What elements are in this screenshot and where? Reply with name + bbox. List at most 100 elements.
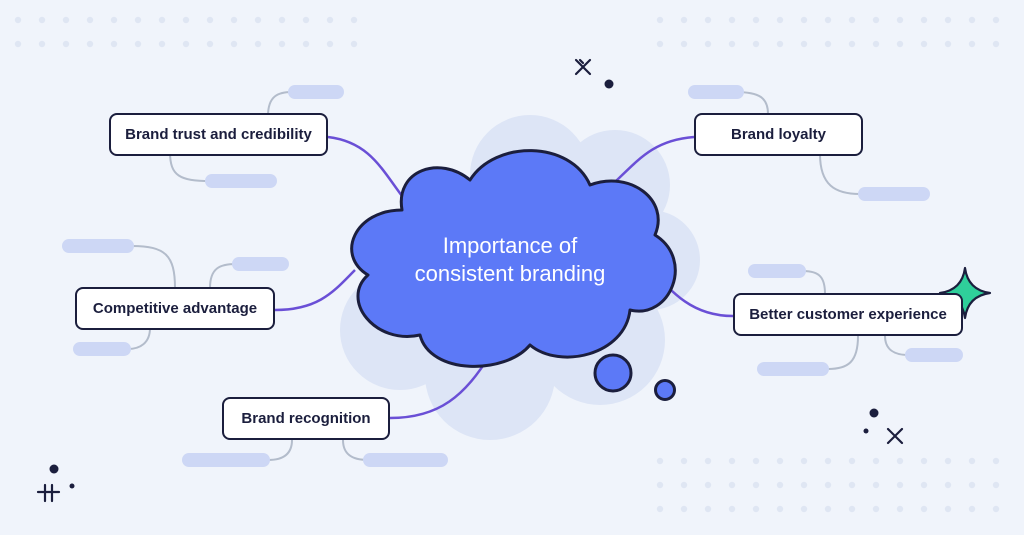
thought-bubble-large [593, 353, 633, 393]
central-topic-title: Importance of consistent branding [370, 232, 650, 288]
grid-dot [968, 457, 976, 465]
grid-dot [62, 40, 70, 48]
grid-dot [992, 481, 1000, 489]
grid-dot [134, 16, 142, 24]
decorations [36, 58, 992, 503]
grid-dot [254, 40, 262, 48]
grid-dot [680, 40, 688, 48]
pill-placeholder [182, 453, 270, 467]
grid-dot [776, 16, 784, 24]
pill-placeholder [288, 85, 344, 99]
grid-dot [992, 16, 1000, 24]
grid-dot [728, 505, 736, 513]
grid-dot [896, 457, 904, 465]
grid-dot [776, 505, 784, 513]
thought-bubble-small [654, 379, 676, 401]
grid-dot [38, 16, 46, 24]
grid-dot [158, 16, 166, 24]
grid-dot [920, 40, 928, 48]
grid-dot [800, 481, 808, 489]
grid-dot [134, 40, 142, 48]
hash-cross-icon [36, 483, 61, 503]
central-thought-cloud [350, 149, 677, 401]
dot-grid-top-left [14, 16, 358, 48]
dot-icon [869, 408, 879, 418]
grid-dot [824, 481, 832, 489]
grid-dot [896, 481, 904, 489]
pill-placeholder [748, 264, 806, 278]
grid-dot [158, 40, 166, 48]
grid-dot [302, 40, 310, 48]
grid-dot [944, 40, 952, 48]
grid-dot [800, 40, 808, 48]
grid-dot [230, 16, 238, 24]
grid-dot [278, 16, 286, 24]
grid-dot [800, 16, 808, 24]
node-competitive-advantage: Competitive advantage [75, 287, 275, 330]
connector-brand-trust [327, 135, 406, 201]
grid-dot [182, 40, 190, 48]
grid-dot [704, 40, 712, 48]
grid-dot [206, 40, 214, 48]
pill-placeholder [232, 257, 289, 271]
placeholder-pills [62, 85, 963, 467]
grid-dot [302, 16, 310, 24]
grid-dot [920, 457, 928, 465]
pill-placeholder [73, 342, 131, 356]
grid-dot [920, 16, 928, 24]
pill-placeholder [905, 348, 963, 362]
grid-dot [800, 457, 808, 465]
dot-grid-bottom-right [656, 457, 1000, 513]
grid-dot [872, 481, 880, 489]
node-better-customer-experience: Better customer experience [733, 293, 963, 336]
central-topic-line-2: consistent branding [414, 261, 606, 286]
dot-grid-top-right [656, 16, 1000, 48]
grid-dot [326, 40, 334, 48]
grid-dot [968, 16, 976, 24]
grid-dot [704, 481, 712, 489]
connector-brand-loyalty [614, 135, 695, 183]
grid-dot [824, 457, 832, 465]
grid-dot [656, 40, 664, 48]
grid-dot [824, 505, 832, 513]
grid-dot [872, 457, 880, 465]
pill-placeholder [62, 239, 134, 253]
grid-dot [62, 16, 70, 24]
grid-dot [968, 481, 976, 489]
grid-dot [896, 16, 904, 24]
grid-dot [824, 16, 832, 24]
pill-placeholder [205, 174, 277, 188]
dot-icon [69, 483, 75, 489]
node-brand-trust: Brand trust and credibility [109, 113, 328, 156]
grid-dot [752, 481, 760, 489]
pill-placeholder [363, 453, 448, 467]
grid-dot [182, 16, 190, 24]
grid-dot [350, 16, 358, 24]
grid-dot [848, 457, 856, 465]
grid-dot [944, 481, 952, 489]
grid-dot [992, 40, 1000, 48]
grid-dot [848, 481, 856, 489]
grid-dot [728, 481, 736, 489]
dot-icon [863, 428, 869, 434]
grid-dot [680, 481, 688, 489]
grid-dot [752, 505, 760, 513]
grid-dot [656, 505, 664, 513]
grid-dot [776, 40, 784, 48]
grid-dot [230, 40, 238, 48]
grid-dot [254, 16, 262, 24]
grid-dot [848, 40, 856, 48]
grid-dot [872, 40, 880, 48]
central-topic-line-1: Importance of [442, 233, 578, 258]
grid-dot [14, 16, 22, 24]
grid-dot [968, 505, 976, 513]
sparkle-star-icon [938, 266, 992, 320]
grid-dot [656, 16, 664, 24]
grid-dot [326, 16, 334, 24]
grid-dot [278, 40, 286, 48]
grid-dot [680, 457, 688, 465]
grid-dot [206, 16, 214, 24]
grid-dot [704, 16, 712, 24]
grid-dot [944, 457, 952, 465]
